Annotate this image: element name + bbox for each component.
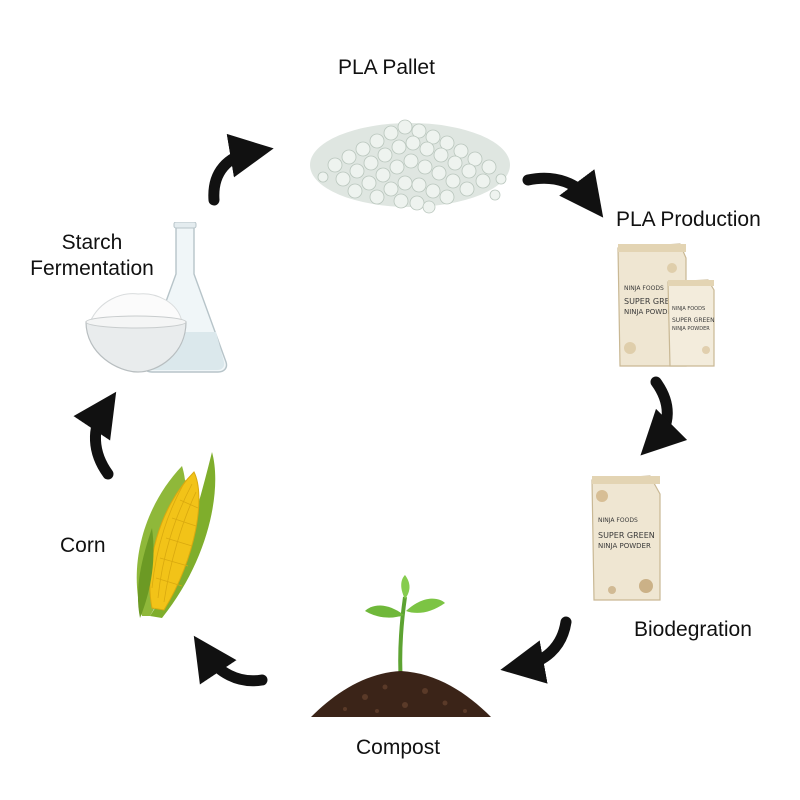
arrow-bio-to-compost bbox=[500, 616, 572, 684]
pla-production-label: PLA Production bbox=[616, 208, 761, 231]
arrow-pellet-to-production bbox=[522, 169, 604, 218]
biodegration-bag-image: NINJA FOODS SUPER GREEN NINJA POWDER bbox=[591, 475, 661, 601]
large-bag-brand: NINJA FOODS bbox=[624, 285, 664, 292]
bio-bag-line1: SUPER GREEN bbox=[598, 531, 655, 540]
starch-label-line2: Fermentation bbox=[30, 257, 154, 280]
small-bag-brand: NINJA FOODS bbox=[672, 306, 705, 312]
arrow-starch-to-pellet bbox=[208, 133, 274, 206]
bio-bag-line2: NINJA POWDER bbox=[598, 542, 651, 550]
compost-image bbox=[311, 575, 491, 717]
arrow-corn-to-starch bbox=[73, 391, 117, 480]
small-bag-line2: NINJA POWDER bbox=[672, 326, 710, 332]
large-bag-line1: SUPER GREEN bbox=[624, 297, 681, 306]
starch-fermentation-label: Starch Fermentation bbox=[18, 230, 166, 282]
bio-bag-brand: NINJA FOODS bbox=[598, 517, 638, 524]
arrow-production-to-bio bbox=[640, 376, 688, 456]
corn-image bbox=[136, 452, 216, 618]
compost-label: Compost bbox=[356, 736, 441, 759]
arrow-compost-to-corn bbox=[193, 635, 268, 687]
biodegration-label: Biodegration bbox=[634, 618, 752, 641]
corn-label: Corn bbox=[60, 534, 106, 557]
pla-pallet-label: PLA Pallet bbox=[338, 56, 435, 79]
starch-fermentation-image bbox=[85, 222, 228, 373]
small-bag-line1: SUPER GREEN bbox=[672, 317, 715, 324]
pla-pellets-image bbox=[310, 119, 510, 214]
pla-production-bags-image: NINJA FOODS SUPER GREEN NINJA POWDER NIN… bbox=[617, 243, 715, 367]
starch-label-line1: Starch bbox=[61, 231, 123, 254]
large-bag-line2: NINJA POWDER bbox=[624, 308, 677, 316]
